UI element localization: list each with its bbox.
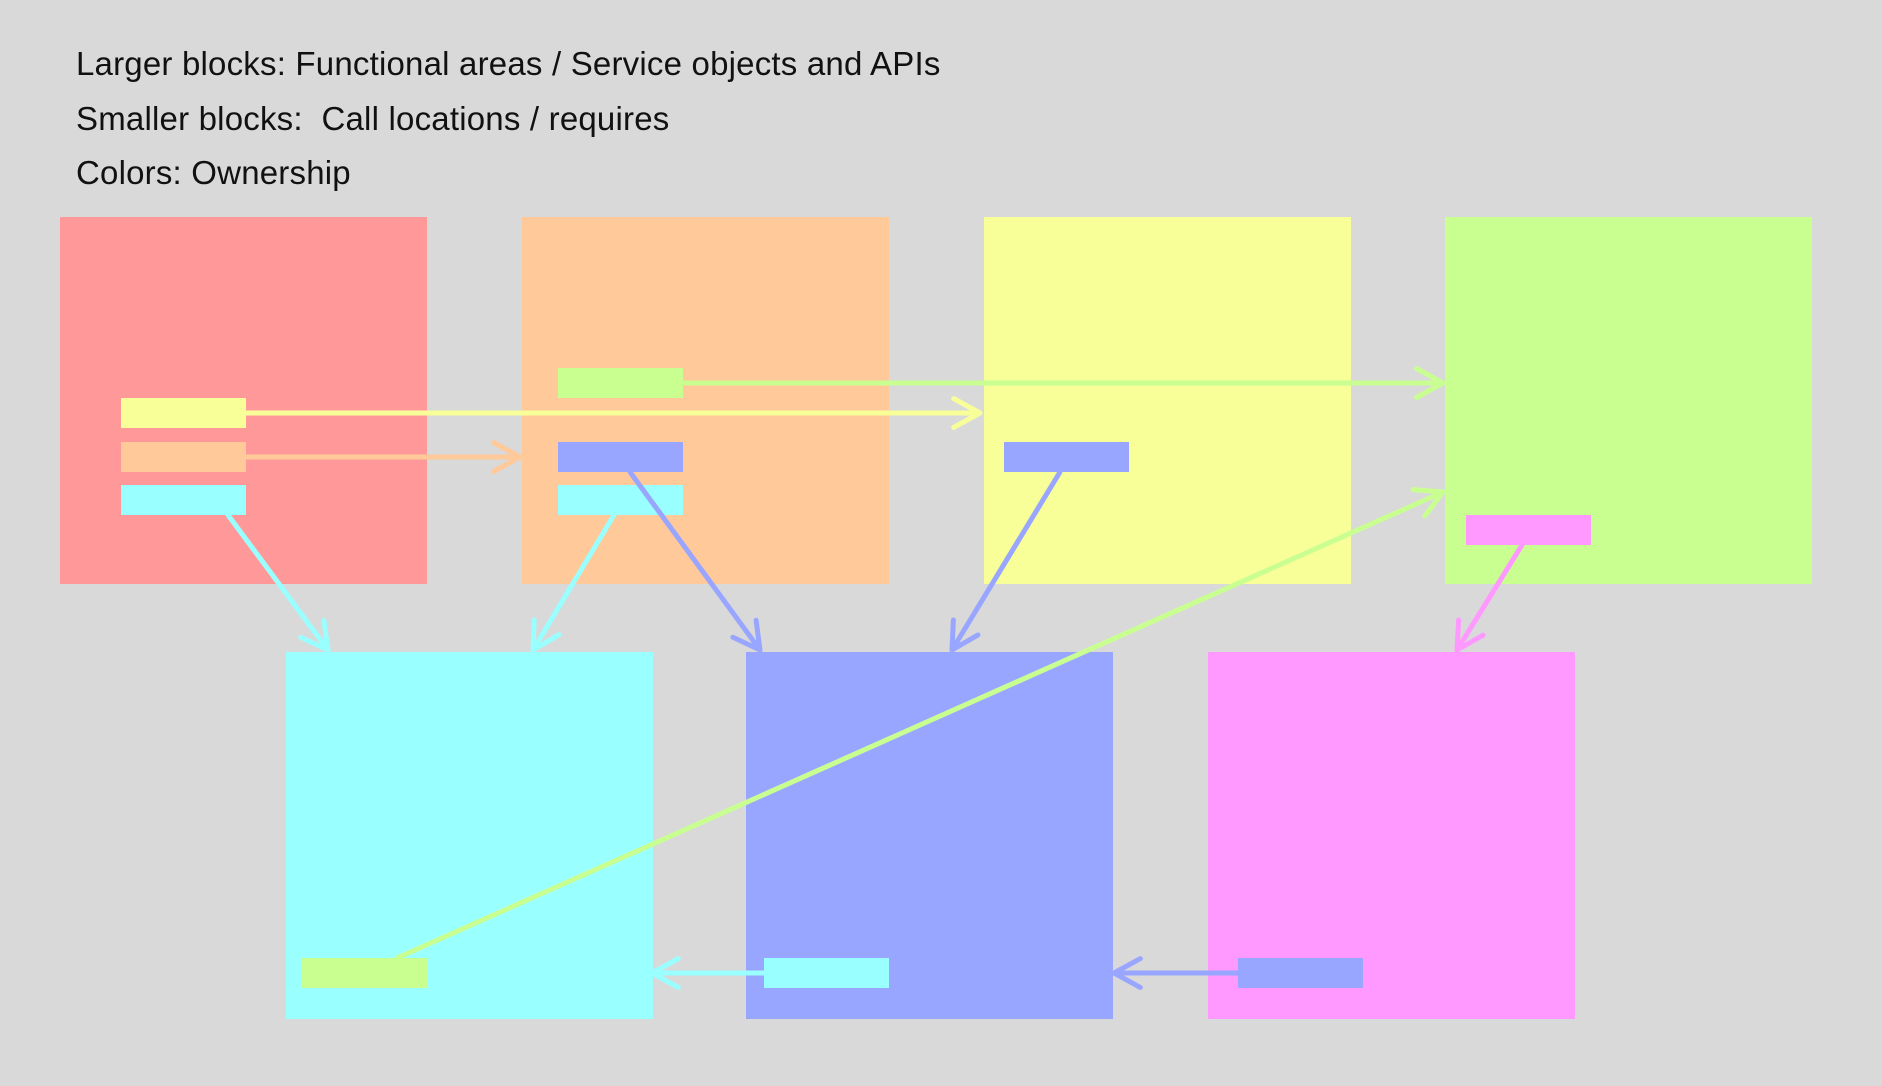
pink-functional-block: [1208, 652, 1575, 1019]
orange-to-blue-arrow-line: [627, 469, 763, 653]
cyan-calls-green-block: [302, 958, 427, 988]
arrowhead-icon: [1414, 366, 1446, 400]
orange-calls-green-block: [558, 368, 683, 398]
green-calls-pink-block: [1466, 515, 1591, 545]
red-calls-cyan-block: [121, 485, 246, 515]
cyan-to-green-arrow-line: [394, 489, 1446, 961]
green-to-pink-arrow-line: [1454, 542, 1525, 653]
red-calls-yellow-block: [121, 398, 246, 428]
orange-calls-cyan-block: [558, 485, 683, 515]
yellow-functional-block: [984, 217, 1351, 584]
orange-functional-block: [522, 217, 889, 584]
red-calls-orange-block: [121, 442, 246, 472]
pink-calls-blue-block: [1238, 958, 1363, 988]
arrowhead-icon: [491, 440, 523, 474]
arrowhead-icon: [1111, 956, 1143, 990]
arrowhead-icon: [949, 617, 981, 653]
cyan-functional-block: [286, 652, 653, 1019]
orange-to-cyan-arrow-line: [530, 512, 617, 653]
legend-larger-blocks: Larger blocks: Functional areas / Servic…: [76, 45, 941, 82]
legend-smaller-blocks: Smaller blocks: Call locations / require…: [76, 100, 670, 137]
red-to-cyan-arrow-line: [225, 512, 331, 653]
blue-functional-block: [746, 652, 1113, 1019]
legend-colors: Colors: Ownership: [76, 154, 351, 191]
orange-calls-blue-block: [558, 442, 683, 472]
arrowhead-icon: [649, 956, 681, 990]
arrowhead-icon: [298, 617, 331, 653]
arrowhead-icon: [951, 396, 983, 430]
yellow-calls-blue-block: [1004, 442, 1129, 472]
arrowhead-icon: [730, 617, 763, 653]
yellow-to-blue-arrow-line: [949, 469, 1063, 653]
arrowhead-icon: [1410, 487, 1446, 519]
arrowhead-icon: [1454, 617, 1486, 653]
blue-calls-cyan-block: [764, 958, 889, 988]
arrowhead-icon: [530, 617, 562, 653]
